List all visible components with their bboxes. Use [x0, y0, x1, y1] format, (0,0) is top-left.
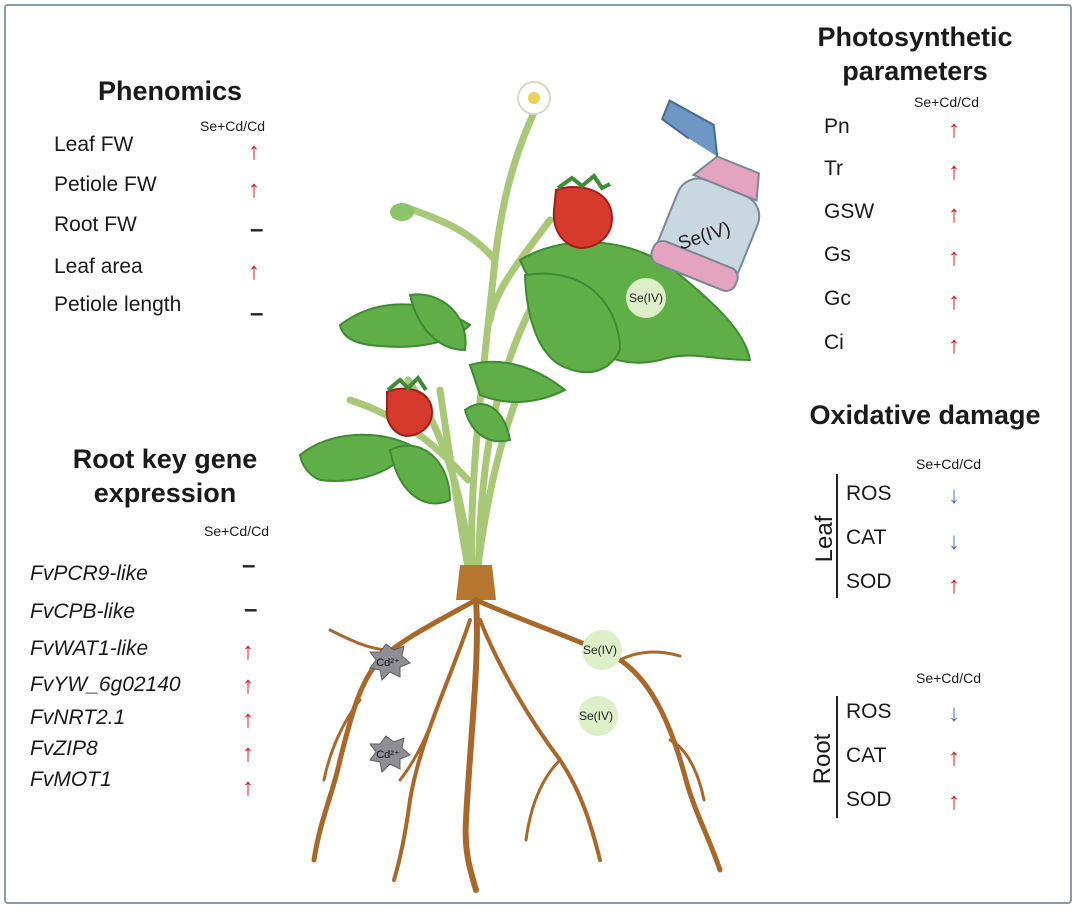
gene-row-label: FvWAT1-like [30, 637, 149, 660]
increase-arrow-icon: ↑ [242, 740, 254, 767]
se-leaf-marker-bubble [626, 278, 666, 318]
leaf-shape [298, 433, 412, 482]
cd-ion-marker: Cd²⁺ [369, 643, 411, 682]
no-change-dash-icon: – [242, 552, 256, 579]
leaf-shape [463, 403, 512, 443]
gene-row-label: FvZIP8 [30, 737, 98, 760]
phenomics-row-label: Leaf area [54, 255, 143, 278]
flower-bud [390, 203, 414, 221]
increase-arrow-icon: ↑ [948, 116, 960, 143]
root-crown [456, 565, 496, 600]
no-change-dash-icon: – [250, 216, 264, 243]
se-root-marker-label: Se(IV) [583, 643, 617, 657]
photosynthetic-title: Photosynthetic parameters [790, 20, 1040, 88]
no-change-dash-icon: – [250, 300, 264, 327]
decrease-arrow-icon: ↓ [948, 700, 960, 727]
increase-arrow-icon: ↑ [948, 201, 960, 228]
genes-ratio-label: Se+Cd/Cd [204, 523, 269, 539]
gene-row-label: FvPCR9-like [30, 562, 148, 585]
oxidative-row-label: CAT [846, 744, 887, 767]
no-change-dash-icon: – [244, 596, 258, 623]
increase-arrow-icon: ↑ [248, 138, 260, 165]
oxidative-title: Oxidative damage [809, 400, 1041, 430]
se-root-marker-label: Se(IV) [579, 709, 613, 723]
cd-ion-marker: Cd²⁺ [369, 735, 411, 774]
phenomics-row-label: Petiole length [54, 293, 182, 316]
phenomics-row-label: Petiole FW [54, 173, 157, 196]
leaf-shape [408, 293, 467, 352]
increase-arrow-icon: ↑ [242, 774, 254, 801]
leaf-group-bracket [836, 474, 838, 598]
phenomics-ratio-label: Se+Cd/Cd [200, 118, 265, 134]
plant-leaves [298, 241, 752, 505]
strawberry-fruit [552, 173, 614, 250]
oxidative-row-label: SOD [846, 570, 892, 593]
increase-arrow-icon: ↑ [242, 638, 254, 665]
photosynthetic-row-label: Gc [824, 287, 851, 310]
se-root-marker-bubble [582, 630, 622, 670]
gene-row-label: FvMOT1 [30, 768, 112, 791]
cd-marker-label: Cd²⁺ [376, 657, 400, 669]
photosynthetic-row-label: Tr [824, 157, 844, 180]
increase-arrow-icon: ↑ [242, 672, 254, 699]
leaf-shape [523, 272, 622, 374]
phenomics-title: Phenomics [97, 76, 243, 106]
strawberry-fruit [385, 374, 434, 438]
leaf-shape [388, 444, 452, 505]
genes-title-line1: Root key gene [72, 444, 258, 474]
flower [517, 81, 551, 115]
photosynthetic-row-label: GSW [824, 200, 875, 223]
photosynthetic-ratio-label: Se+Cd/Cd [914, 94, 979, 110]
photosynthetic-row-label: Ci [824, 331, 844, 354]
genes-title: Root key gene expression [40, 442, 290, 510]
figure-frame [4, 4, 1072, 904]
oxidative-leaf-ratio-label: Se+Cd/Cd [916, 456, 981, 472]
phenomics-row-label: Leaf FW [54, 133, 134, 156]
decrease-arrow-icon: ↓ [948, 482, 960, 509]
increase-arrow-icon: ↑ [948, 158, 960, 185]
increase-arrow-icon: ↑ [948, 744, 960, 771]
root-group-bracket [836, 696, 838, 818]
increase-arrow-icon: ↑ [948, 788, 960, 815]
gene-row-label: FvYW_6g02140 [30, 673, 181, 696]
se-leaf-marker-label: Se(IV) [629, 291, 663, 305]
cd-marker-label: Cd²⁺ [376, 749, 400, 761]
photosynthetic-row-label: Gs [824, 243, 851, 266]
genes-title-line2: expression [93, 478, 237, 508]
strawberry-plant-illustration: Se(IV) Se(IV) Se(IV) Se(IV) Cd²⁺ Cd²⁺ [298, 81, 761, 893]
increase-arrow-icon: ↑ [948, 332, 960, 359]
phenomics-row-label: Root FW [54, 213, 137, 236]
leaf-shape [468, 360, 567, 403]
photosynthetic-title-line1: Photosynthetic [817, 22, 1013, 52]
oxidative-row-label: SOD [846, 788, 892, 811]
oxidative-row-label: ROS [846, 700, 892, 723]
increase-arrow-icon: ↑ [242, 706, 254, 733]
increase-arrow-icon: ↑ [248, 258, 260, 285]
spray-bottle-icon: Se(IV) [650, 99, 761, 292]
photosynthetic-row-label: Pn [824, 115, 850, 138]
photosynthetic-title-line2: parameters [842, 56, 988, 86]
gene-row-label: FvNRT2.1 [30, 706, 126, 729]
increase-arrow-icon: ↑ [948, 288, 960, 315]
oxidative-root-ratio-label: Se+Cd/Cd [916, 670, 981, 686]
decrease-arrow-icon: ↓ [948, 528, 960, 555]
root-group-label: Root [809, 733, 836, 785]
oxidative-row-label: CAT [846, 526, 887, 549]
gene-row-label: FvCPB-like [30, 600, 136, 623]
increase-arrow-icon: ↑ [248, 176, 260, 203]
oxidative-row-label: ROS [846, 482, 892, 505]
plant-roots [311, 597, 723, 893]
increase-arrow-icon: ↑ [948, 572, 960, 599]
increase-arrow-icon: ↑ [948, 244, 960, 271]
se-root-marker-bubble [578, 696, 618, 736]
